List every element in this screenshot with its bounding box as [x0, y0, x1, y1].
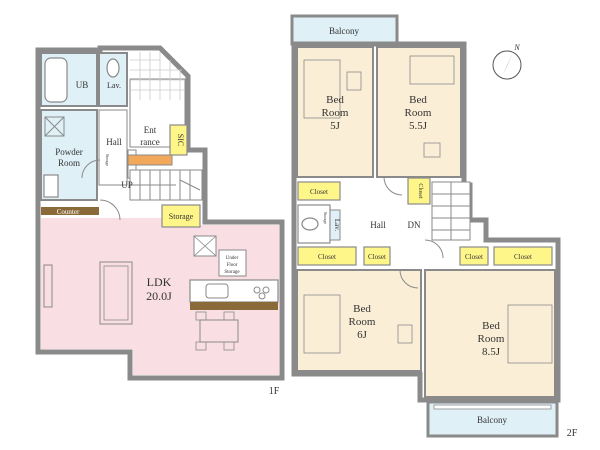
- floor-2: Balcony Balcony Bed Room 5J Bed Room 5.5…: [290, 14, 578, 439]
- bed-55j: [409, 55, 455, 85]
- room-label-bed-6j-2: Room: [349, 316, 376, 328]
- room-label-closet-b: Closet: [417, 183, 423, 199]
- bed-85j: [507, 304, 553, 364]
- room-label-powder-1: Powder: [55, 147, 83, 157]
- room-label-bed-55j-2: Room: [405, 107, 432, 119]
- closet-a-area: [297, 181, 341, 201]
- room-label-lav-2f: Lav.: [333, 219, 341, 231]
- counter-bar: [41, 207, 99, 215]
- room-label-closet-c: Closet: [318, 253, 336, 261]
- door-arc: [383, 176, 403, 196]
- door-arc: [81, 159, 101, 179]
- room-label-bed-85j-2: Room: [478, 333, 505, 345]
- room-label-bed-55j-3: 5.5J: [409, 120, 428, 132]
- room-label-underfloor-1: Under: [226, 256, 239, 261]
- door-arc: [424, 239, 444, 259]
- room-label-hall-storage: Storage: [105, 154, 110, 166]
- room-label-closet-d: Closet: [368, 253, 386, 261]
- room-label-bed-5j-3: 5J: [330, 120, 341, 132]
- room-label-underfloor-3: Storage: [224, 270, 240, 275]
- floor-1: UB Lav. Hall Ent rance SIC Powder Room S…: [35, 45, 285, 397]
- room-label-dn: DN: [408, 220, 421, 230]
- bed-6j: [303, 294, 341, 354]
- entrance-step: [127, 154, 173, 166]
- bed-5j: [303, 59, 341, 119]
- room-label-entrance-2: rance: [140, 137, 159, 147]
- room-label-bed-6j-3: 6J: [357, 329, 368, 341]
- closet-b-area: [407, 177, 431, 205]
- room-label-powder-2: Room: [58, 158, 80, 168]
- room-label-storage-2f: Storage: [323, 212, 328, 224]
- room-label-ldk-size: 20.0J: [146, 289, 172, 303]
- dining-table: [199, 319, 239, 343]
- kitchen-counter-trim: [190, 302, 278, 310]
- sofa: [99, 261, 133, 325]
- bedroom-55j-area: [376, 46, 462, 178]
- lav-2f-area: [329, 209, 341, 241]
- toilet-1f: [106, 58, 120, 78]
- toilet-2f: [301, 217, 319, 231]
- floor-1-label: 1F: [269, 386, 280, 397]
- room-label-bed-85j-1: Bed: [482, 320, 500, 332]
- room-label-bed-55j-1: Bed: [409, 94, 427, 106]
- bathtub: [44, 57, 68, 103]
- sic-area: [169, 124, 188, 156]
- compass-arrow-icon: [503, 53, 513, 74]
- underfloor-storage-box: [218, 249, 247, 277]
- bedroom-85j-area: [424, 269, 556, 398]
- desk-6j: [397, 324, 413, 344]
- compass: N: [492, 43, 522, 80]
- room-label-entrance-1: Ent: [144, 125, 157, 135]
- room-label-closet-e: Closet: [465, 253, 483, 261]
- hall-1f-area: [98, 109, 128, 186]
- desk-55j: [423, 142, 441, 158]
- room-label-bed-5j-2: Room: [322, 107, 349, 119]
- desk-5j: [346, 71, 362, 91]
- stairs-2f: [431, 181, 471, 241]
- tv-unit: [43, 264, 53, 308]
- room-label-up: UP: [121, 180, 133, 190]
- room-label-balcony-bottom: Balcony: [477, 415, 507, 425]
- storage-1f-area: [161, 204, 201, 228]
- bedroom-6j-area: [296, 269, 422, 372]
- door-arc: [399, 269, 419, 289]
- closet-c-area: [297, 246, 357, 266]
- washer-mark: [44, 116, 65, 137]
- room-label-ldk: LDK: [147, 275, 172, 289]
- kitchen-sink: [205, 283, 229, 299]
- kitchen-counter: [189, 279, 279, 303]
- stairs-1f: [129, 169, 203, 201]
- room-label-lav: Lav.: [107, 81, 121, 90]
- door-arc: [99, 199, 121, 221]
- closet-e-area: [459, 246, 489, 266]
- bedroom-5j-area: [296, 46, 374, 178]
- room-label-storage-1f: Storage: [169, 212, 194, 221]
- compass-circle: [492, 50, 522, 80]
- room-label-closet-a: Closet: [310, 188, 328, 196]
- room-label-ub: UB: [76, 80, 89, 90]
- room-label-sic: SIC: [176, 134, 185, 146]
- closet-d-area: [363, 246, 391, 266]
- powder-sink: [43, 174, 59, 198]
- floor-2-label: 2F: [567, 428, 578, 439]
- room-label-underfloor-2: Floor: [227, 263, 238, 268]
- room-label-balcony-top: Balcony: [329, 26, 359, 36]
- entrance-tiles: [130, 52, 185, 100]
- room-label-counter: Counter: [57, 208, 80, 216]
- room-label-bed-6j-1: Bed: [353, 303, 371, 315]
- room-label-hall-2f: Hall: [370, 220, 386, 230]
- compass-north-label: N: [513, 43, 520, 52]
- room-label-closet-f: Closet: [514, 253, 532, 261]
- closet-f-area: [493, 246, 553, 266]
- room-label-bed-85j-3: 8.5J: [482, 346, 501, 358]
- room-label-bed-5j-1: Bed: [326, 94, 344, 106]
- room-label-hall: Hall: [106, 137, 122, 147]
